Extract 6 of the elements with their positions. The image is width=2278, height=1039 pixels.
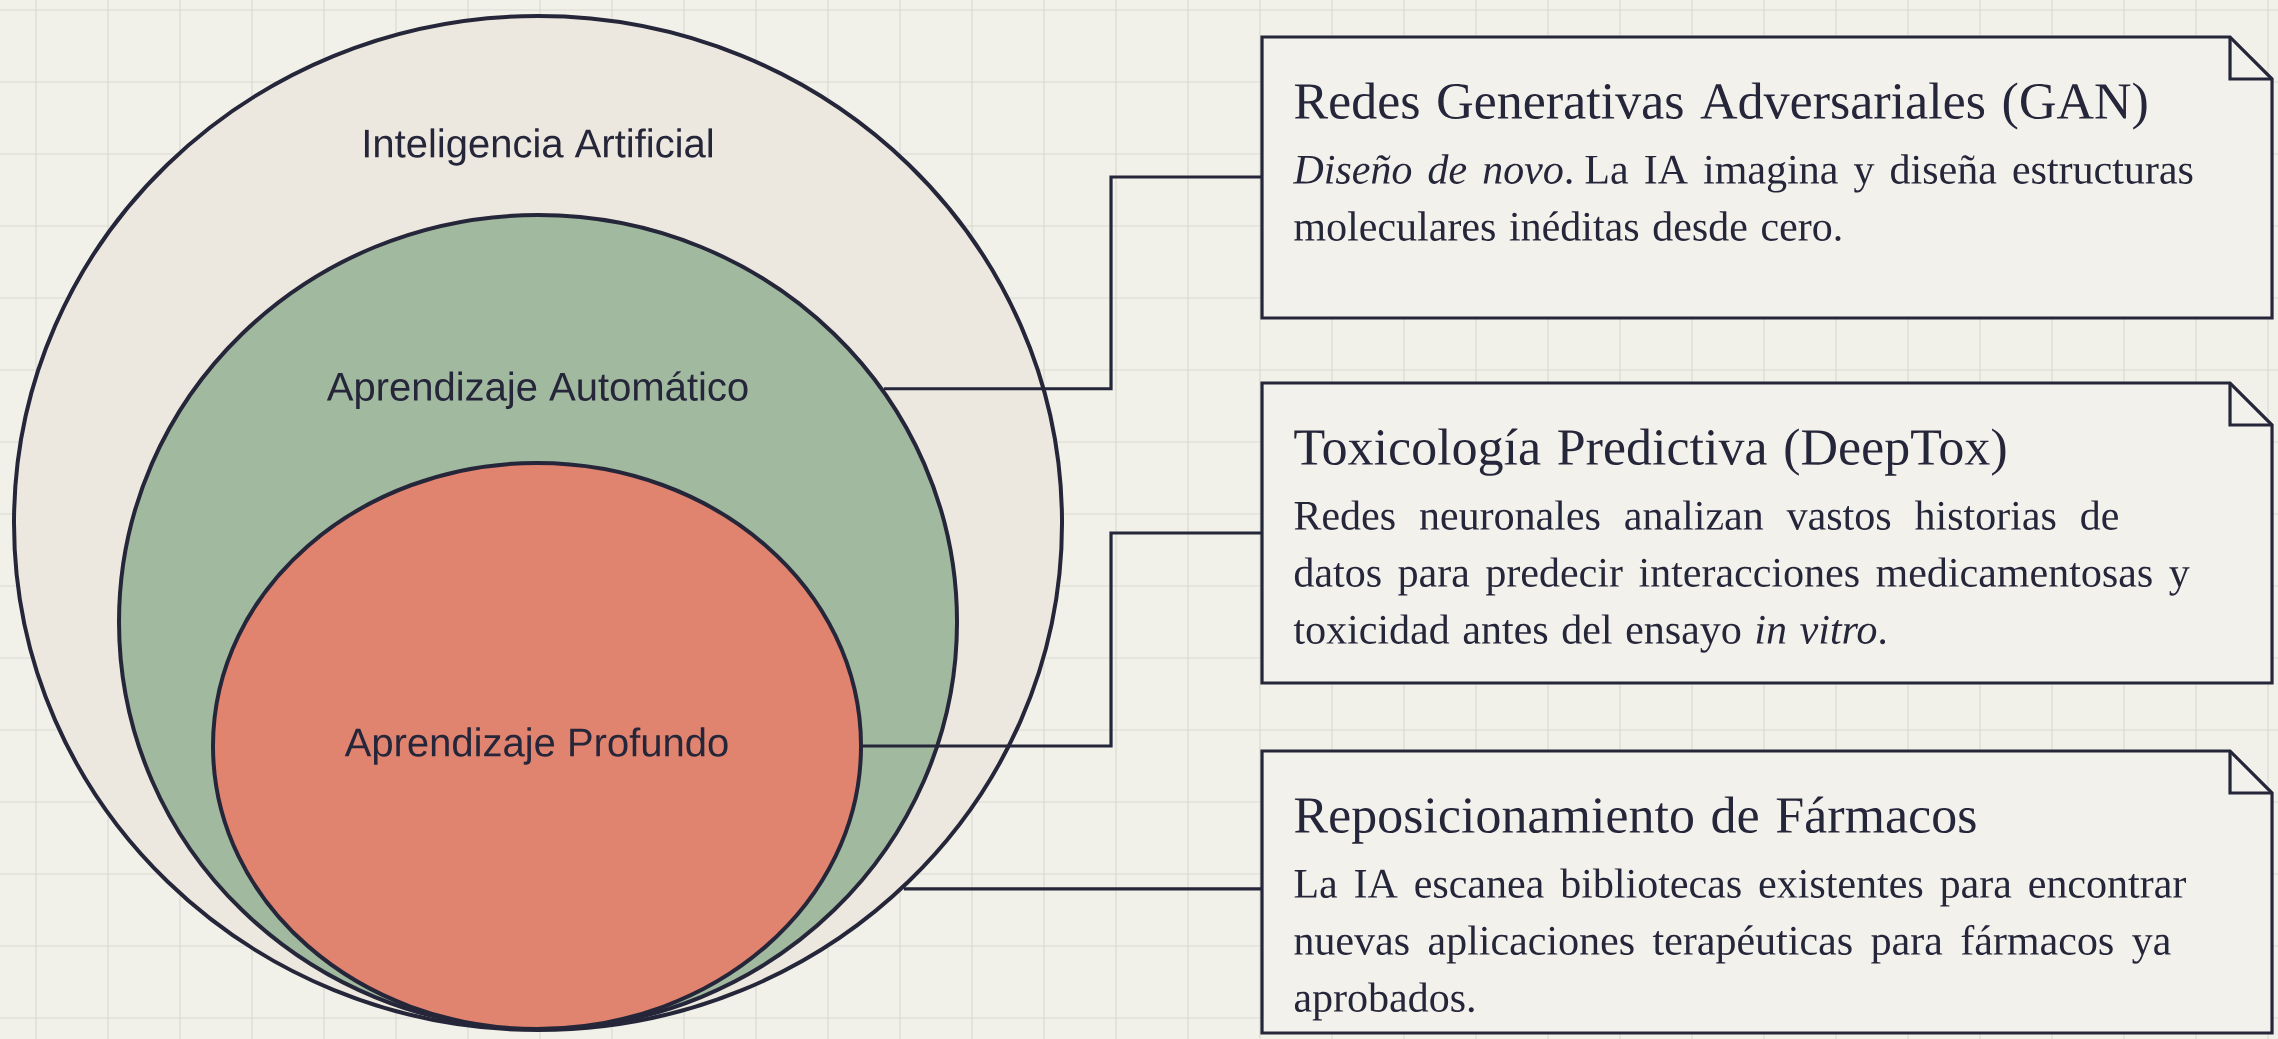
connector-line <box>863 531 1262 748</box>
connector-line <box>903 887 1262 891</box>
note-box: Reposicionamiento de Fármacos La IA escanea bibliotecas existentes para encontrar nuevas aplicaciones terapéuticas para fármacos ya aprobados. <box>1260 749 2274 1035</box>
connector-line <box>883 175 1262 391</box>
note-box: Toxicología Predictiva (DeepTox) Redes neuronales analizan vastos historias de datos para predecir interacciones medicamentosas y toxicidad antes del ensayo in vitro. <box>1260 381 2274 685</box>
note-box: Redes Generativas Adversariales (GAN) Diseño de novo. La IA imagina y diseña estructuras moleculares inéditas desde cero. <box>1260 35 2274 320</box>
